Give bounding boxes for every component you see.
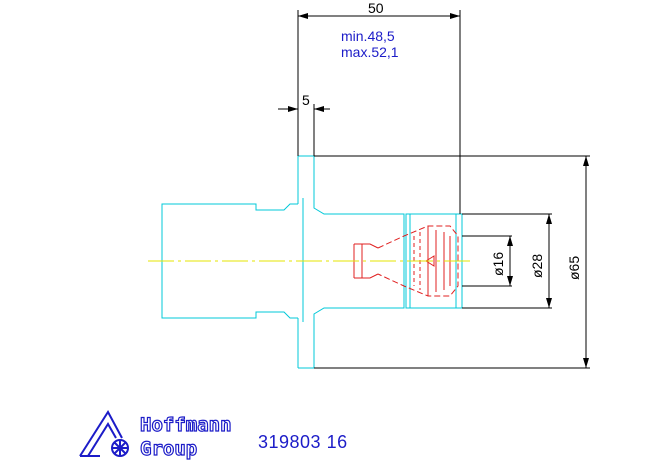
tolerance-min: min.48,5	[341, 28, 395, 44]
dim-body-65: ø65	[566, 256, 582, 280]
svg-text:Group: Group	[140, 438, 197, 460]
part-number: 319803 16	[258, 432, 348, 452]
svg-text:Hoffmann: Hoffmann	[140, 414, 232, 436]
tool-outline	[161, 155, 463, 369]
dimension-arrows	[288, 13, 589, 368]
tolerance-max: max.52,1	[341, 44, 399, 60]
dimension-lines	[278, 10, 590, 369]
dim-length-50: 50	[368, 0, 384, 16]
dim-nut-28: ø28	[529, 254, 545, 278]
dim-flange-5: 5	[302, 92, 310, 108]
dim-bore-16: ø16	[490, 252, 506, 276]
hoffmann-group-logo: Hoffmann Group	[79, 410, 232, 460]
